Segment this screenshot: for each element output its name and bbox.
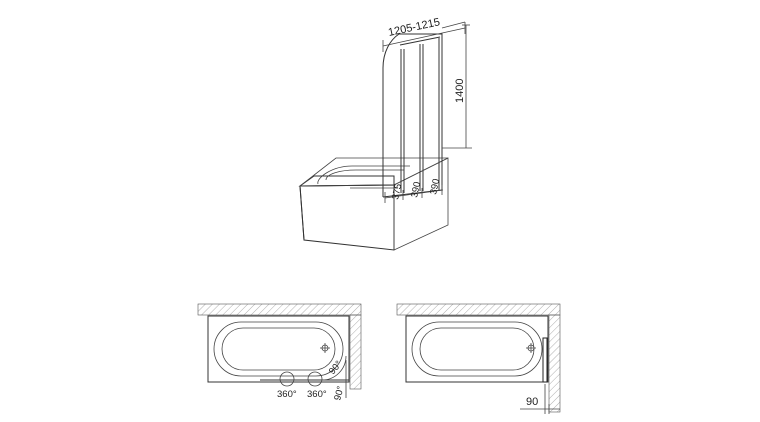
panel-width-dimensions: 375 390 390 bbox=[384, 178, 444, 203]
bathtub-plan-outline bbox=[207, 315, 350, 383]
panel-1-width-label: 375 bbox=[390, 183, 404, 201]
bathtub-isometric bbox=[298, 157, 449, 251]
wall-right-hatch-right bbox=[548, 314, 561, 413]
drain-icon-right bbox=[526, 343, 536, 353]
plan-view-wall-gap: 90 bbox=[396, 303, 561, 414]
wall-swing-lower-angle-label: 90° bbox=[332, 385, 346, 402]
panel-3-width-label: 390 bbox=[428, 178, 442, 196]
drain-icon bbox=[320, 343, 330, 353]
shower-screen-panels bbox=[382, 33, 443, 198]
height-dimension: 1400 bbox=[442, 24, 472, 149]
wall-swing-angle-label: 90° bbox=[327, 359, 345, 377]
folded-screen bbox=[542, 337, 548, 383]
plan-view-rotation: 360° 360° 90° 90° bbox=[197, 303, 362, 402]
isometric-view: 1205-1215 1400 375 390 390 bbox=[298, 16, 472, 251]
wall-right-hatch bbox=[349, 314, 362, 390]
bathtub-plan-outline-right bbox=[405, 315, 549, 383]
wall-top-hatch bbox=[197, 303, 362, 316]
wall-gap-label: 90 bbox=[526, 396, 538, 408]
hinge-right-angle-label: 360° bbox=[307, 389, 327, 400]
height-label: 1400 bbox=[454, 79, 466, 103]
panel-2-width-label: 390 bbox=[409, 181, 423, 199]
wall-top-hatch-right bbox=[396, 303, 561, 316]
hinge-left-angle-label: 360° bbox=[277, 389, 297, 400]
width-range-label: 1205-1215 bbox=[387, 16, 441, 39]
hinge-circle-right bbox=[307, 371, 323, 387]
hinge-circle-left bbox=[279, 371, 295, 387]
